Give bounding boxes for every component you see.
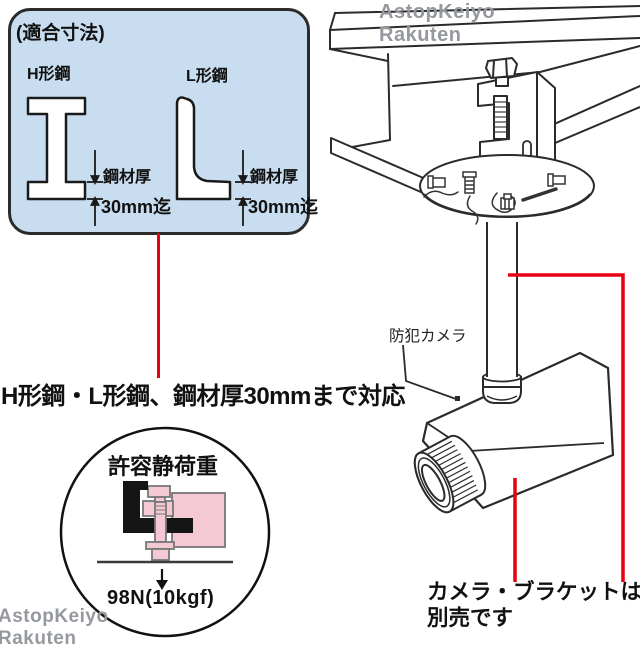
watermark-bottom-left: AstopKeiyo Rakuten [0,606,109,650]
clamp-threaded-rod [493,95,508,140]
sold-separately-text: カメラ・ブラケットは 別売です [427,579,640,631]
h-dimension-marks [87,150,103,226]
compatibility-claim-text: H形鋼・L形鋼、鋼材厚30mmまで対応 [1,383,405,410]
h-steel-label: H形鋼 [27,66,71,83]
watermark-line1: AstopKeiyo [0,606,109,627]
h-profile-drawing [26,96,87,201]
l-thickness-label: 鋼材厚 [250,169,299,186]
l-thickness-value: 30mm迄 [248,197,319,217]
i-beam-drawing [329,5,640,197]
load-diagram [59,426,271,638]
h-thickness-label: 鋼材厚 [103,169,152,186]
pole-drawing [486,221,518,377]
mini-clamp-rod [145,501,175,561]
watermark-line1: AstopKeiyo [379,1,496,23]
mounting-plate-drawing [419,154,595,218]
l-dimension-marks [235,150,251,226]
load-circle-value: 98N(10kgf) [107,587,215,609]
mini-steel-angle [123,481,193,533]
leader-line [402,344,460,401]
h-thickness-value: 30mm迄 [101,197,172,217]
pole-mount-cup [482,371,522,404]
red-callout-lines [508,273,625,582]
spec-box-title: (適合寸法) [16,23,105,44]
lens-drawing [413,434,487,514]
security-camera-label: 防犯カメラ [389,328,467,345]
watermark-line2: Rakuten [0,628,77,649]
load-circle-title: 許容静荷重 [108,454,219,479]
plate-hardware-parts [423,171,566,225]
clamp-top-bolt [485,57,518,87]
load-arrow-icon [156,569,168,590]
sold-separately-line2: 別売です [427,606,514,630]
sold-separately-line1: カメラ・ブラケットは [427,580,640,604]
l-steel-label: L形鋼 [186,68,228,85]
watermark-top-right: AstopKeiyo Rakuten [379,1,495,47]
l-profile-drawing [175,96,232,201]
watermark-line2: Rakuten [379,24,462,46]
